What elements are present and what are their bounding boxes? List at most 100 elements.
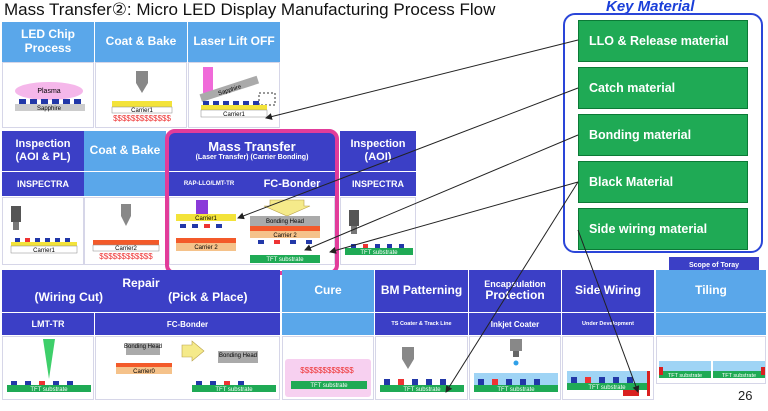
tft-label-2: TFT substrate [360,250,398,256]
tool-coat-bake-2 [84,172,166,196]
step-side-wiring: Side Wiring [562,270,654,312]
sapphire-label: Sapphire [37,106,62,112]
tool-inspectra-2: INSPECTRA [340,172,416,196]
plasma-label: Plasma [37,88,60,95]
illustration-laser-lift-off: Sapphire Carrier1 [188,62,280,128]
repair-right: (Pick & Place) [168,290,248,304]
step-inspection2-sub: (AOI) [364,151,392,163]
arrow-bonding [304,134,579,251]
key-material-side-wiring: Side wiring material [578,208,748,250]
illustration-tiling: TFT substrate TFT substrate [656,336,766,384]
tool-lmt-tr: LMT-TR [2,313,94,335]
bonding-head-label: Bonding Head [266,219,304,225]
llo-diagram: Sapphire Carrier1 [199,67,276,118]
wiring-cut-diagram: TFT substrate [7,339,91,393]
illustration-bm: TFT substrate [375,336,468,400]
illustration-mass-transfer: Carrier1 Carrier 2 Bonding Head Carrier … [169,197,335,265]
mt-carrier1-label: Carrier1 [195,216,217,222]
step-laser-lift-off: Laser Lift OFF [188,22,280,62]
bonding-head-label-3: Bonding Head [219,353,257,359]
step-inspection-aoi-pl: Inspection (AOI & PL) [2,131,84,171]
encap-title: Protection [485,288,545,303]
key-material-llo: LLO & Release material [578,20,748,62]
heat-mark-3: $$$$$$$$$$$$ [300,366,354,375]
step-cure: Cure [282,270,374,312]
step-tiling: Tiling [656,270,766,312]
tft-label-8: TFT substrate [588,385,626,391]
tft-label-1: TFT substrate [266,257,304,263]
tool-fc-bonder-2: FC-Bonder [95,313,280,335]
bm-diagram: TFT substrate [380,347,464,393]
cure-diagram: $$$$$$$$$$$$ TFT substrate [285,359,371,397]
mt-carrier2-label: Carrier 2 [194,245,218,251]
illustration-coat-bake-1: Carrier1 $$$$$$$$$$$$$ [95,62,187,128]
mass-transfer-title: Mass Transfer [208,138,296,154]
tiling-diagram: TFT substrate TFT substrate [659,361,765,379]
tool-inspectra-1: INSPECTRA [2,172,84,196]
coat-bake-2-diagram: Carrier2 $$$$$$$$$$$$ [92,204,160,261]
arrow-black [445,181,579,393]
tft-label-4: TFT substrate [215,387,253,393]
tool-ts-coater: TS Coater & Track Line [375,313,468,335]
key-material-bonding: Bonding material [578,114,748,156]
key-material-black: Black Material [578,161,748,203]
side-wiring-diagram: TFT substrate [567,371,650,396]
tool-tiling [656,313,766,335]
tft-label-7: TFT substrate [497,387,535,393]
carrier1-label-2: Carrier1 [223,112,245,118]
step-led-chip-process: LED Chip Process [2,22,94,62]
illustration-led-chip: Plasma Sapphire [2,62,94,128]
repair-left: (Wiring Cut) [34,290,104,304]
inspection-diagram: Carrier1 [10,206,78,254]
tft-label-5: TFT substrate [310,383,348,389]
step-bm-patterning: BM Patterning [375,270,468,312]
heat-mark: $$$$$$$$$$$$$ [113,114,171,123]
tool-cure [282,313,374,335]
tft-label-10: TFT substrate [722,373,756,379]
step-inspection-title: Inspection [15,138,71,151]
arrow-black-2 [329,181,579,254]
illustration-wiring-cut: TFT substrate [2,336,94,400]
carrier1-label: Carrier1 [131,108,153,114]
carrier0-label: Carrier0 [133,369,155,375]
step-inspection-sub: (AOI & PL) [15,151,71,163]
step-coat-bake-1: Coat & Bake [95,22,187,62]
illustration-encapsulation: TFT substrate [469,336,561,400]
page-title: Mass Transfer②: Micro LED Display Manufa… [4,0,496,19]
carrier2-label: Carrier2 [115,246,137,252]
tool-rap-llo: RAP-LLO/LMT-TR [169,172,249,196]
illustration-pick-place: Bonding Head Carrier0 Bonding Head TFT s… [95,336,280,400]
tool-under-development: Under Development [562,313,654,335]
step-inspection2-title: Inspection [350,138,406,151]
coat-bake-diagram: Carrier1 $$$$$$$$$$$$$ [111,71,173,123]
tool-fc-bonder-1: FC-Bonder [249,172,335,196]
step-mass-transfer: Mass Transfer (Laser Transfer) (Carrier … [169,131,335,171]
step-inspection-aoi: Inspection (AOI) [340,131,416,171]
mt-carrier2b-label: Carrier 2 [273,233,297,239]
key-material-title: Key Material [606,0,695,15]
arrow-llo [265,39,579,120]
key-material-box [563,13,763,253]
encap-small: Encapsulation [484,278,546,289]
key-material-catch: Catch material [578,67,748,109]
heat-mark-2: $$$$$$$$$$$$ [99,252,153,261]
step-encapsulation: Encapsulation Protection [469,270,561,312]
step-coat-bake-2: Coat & Bake [84,131,166,171]
illustration-inspection-1: Carrier1 [2,197,84,265]
illustration-cure: $$$$$$$$$$$$ TFT substrate [282,336,374,400]
arrow-side [577,229,640,393]
pick-place-diagram: Bonding Head Carrier0 Bonding Head TFT s… [116,340,276,393]
illustration-coat-bake-2: Carrier2 $$$$$$$$$$$$ [84,197,166,265]
encap-diagram: TFT substrate [474,339,558,393]
tft-label-3: TFT substrate [30,387,68,393]
step-repair: Repair (Wiring Cut) (Pick & Place) [2,270,280,312]
arrow-catch [237,87,579,220]
inspection-2-diagram: TFT substrate [345,210,413,256]
mass-transfer-sub: (Laser Transfer) (Carrier Bonding) [195,154,309,162]
repair-title: Repair [122,276,160,291]
carrier1-label-3: Carrier1 [33,248,55,254]
tft-label-6: TFT substrate [403,387,441,393]
bonding-head-label-2: Bonding Head [124,344,162,350]
tft-label-9: TFT substrate [668,373,702,379]
